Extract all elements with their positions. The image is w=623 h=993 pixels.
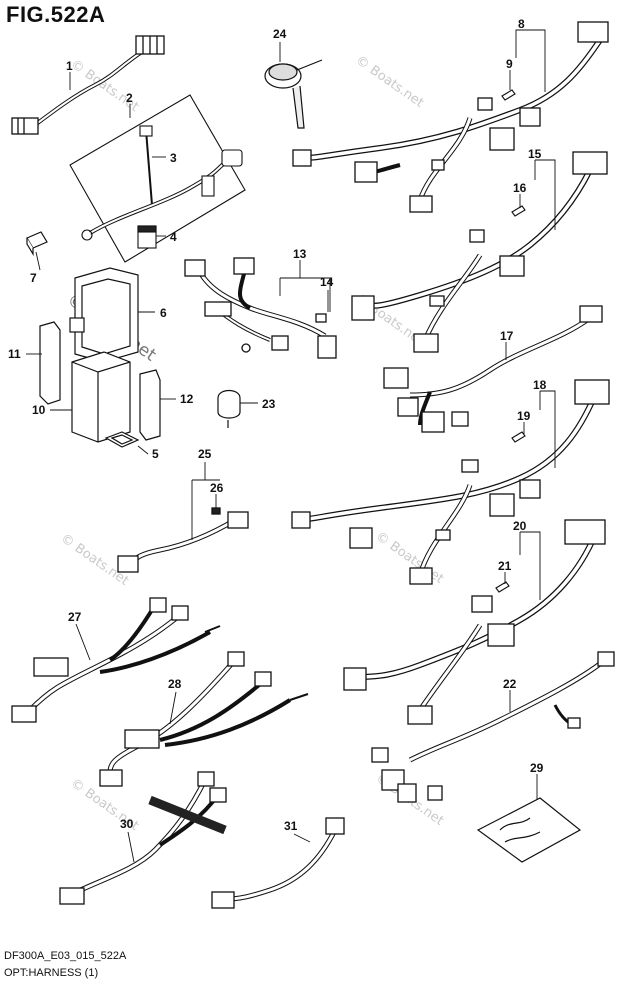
callout-13: 13 bbox=[293, 247, 307, 261]
callout-2: 2 bbox=[126, 91, 133, 105]
callout-7: 7 bbox=[30, 271, 37, 285]
callout-19: 19 bbox=[517, 409, 531, 423]
callout-28: 28 bbox=[168, 677, 182, 691]
figure-code: DF300A_E03_015_522A bbox=[4, 950, 127, 962]
part-27-harness bbox=[11, 597, 221, 723]
figure-title: FIG.522A bbox=[6, 2, 106, 27]
callout-17: 17 bbox=[500, 329, 514, 343]
part-30-harness bbox=[59, 771, 227, 905]
part-1-harness bbox=[11, 35, 165, 135]
part-29-bag bbox=[476, 797, 582, 863]
callout-10: 10 bbox=[32, 403, 46, 417]
callout-8: 8 bbox=[518, 17, 525, 31]
bolts bbox=[495, 89, 526, 593]
callout-11: 11 bbox=[8, 347, 21, 361]
callout-12: 12 bbox=[180, 392, 194, 406]
callout-27: 27 bbox=[68, 610, 82, 624]
figure-name: OPT:HARNESS (1) bbox=[4, 967, 99, 979]
callout-18: 18 bbox=[533, 378, 547, 392]
part-24-sensor bbox=[264, 59, 323, 129]
callout-23: 23 bbox=[262, 397, 276, 411]
callout-1: 1 bbox=[66, 59, 73, 73]
part-8-harness bbox=[292, 21, 609, 213]
part-15-harness bbox=[351, 151, 608, 353]
callout-31: 31 bbox=[284, 819, 298, 833]
part-22-harness bbox=[371, 651, 615, 803]
part-2-kit bbox=[69, 94, 246, 263]
callout-15: 15 bbox=[528, 147, 542, 161]
part-25-harness bbox=[117, 507, 249, 573]
ecu-group bbox=[39, 267, 161, 448]
callout-6: 6 bbox=[160, 306, 167, 320]
callout-22: 22 bbox=[503, 677, 517, 691]
callout-25: 25 bbox=[198, 447, 212, 461]
callout-16: 16 bbox=[513, 181, 527, 195]
callout-14: 14 bbox=[320, 275, 334, 289]
callout-9: 9 bbox=[506, 57, 513, 71]
leader-lines bbox=[26, 29, 556, 863]
part-20-harness bbox=[343, 519, 606, 725]
callout-3: 3 bbox=[170, 151, 177, 165]
callout-4: 4 bbox=[170, 230, 177, 244]
callout-26: 26 bbox=[210, 481, 224, 495]
part-23-clamp bbox=[217, 389, 241, 428]
callout-30: 30 bbox=[120, 817, 134, 831]
callout-labels: 1 2 3 4 5 6 7 8 9 10 11 12 13 14 15 16 1… bbox=[8, 17, 547, 833]
part-28-harness bbox=[99, 651, 309, 787]
callout-5: 5 bbox=[152, 447, 159, 461]
callout-21: 21 bbox=[498, 559, 512, 573]
callout-24: 24 bbox=[273, 27, 287, 41]
watermark: © Boats.net bbox=[353, 53, 427, 111]
part-17-harness bbox=[383, 305, 603, 433]
part-7-clip bbox=[26, 231, 48, 257]
part-31-harness bbox=[211, 817, 345, 909]
part-18-harness bbox=[291, 379, 610, 585]
callout-20: 20 bbox=[513, 519, 527, 533]
callout-29: 29 bbox=[530, 761, 544, 775]
part-13-harness bbox=[184, 257, 337, 359]
